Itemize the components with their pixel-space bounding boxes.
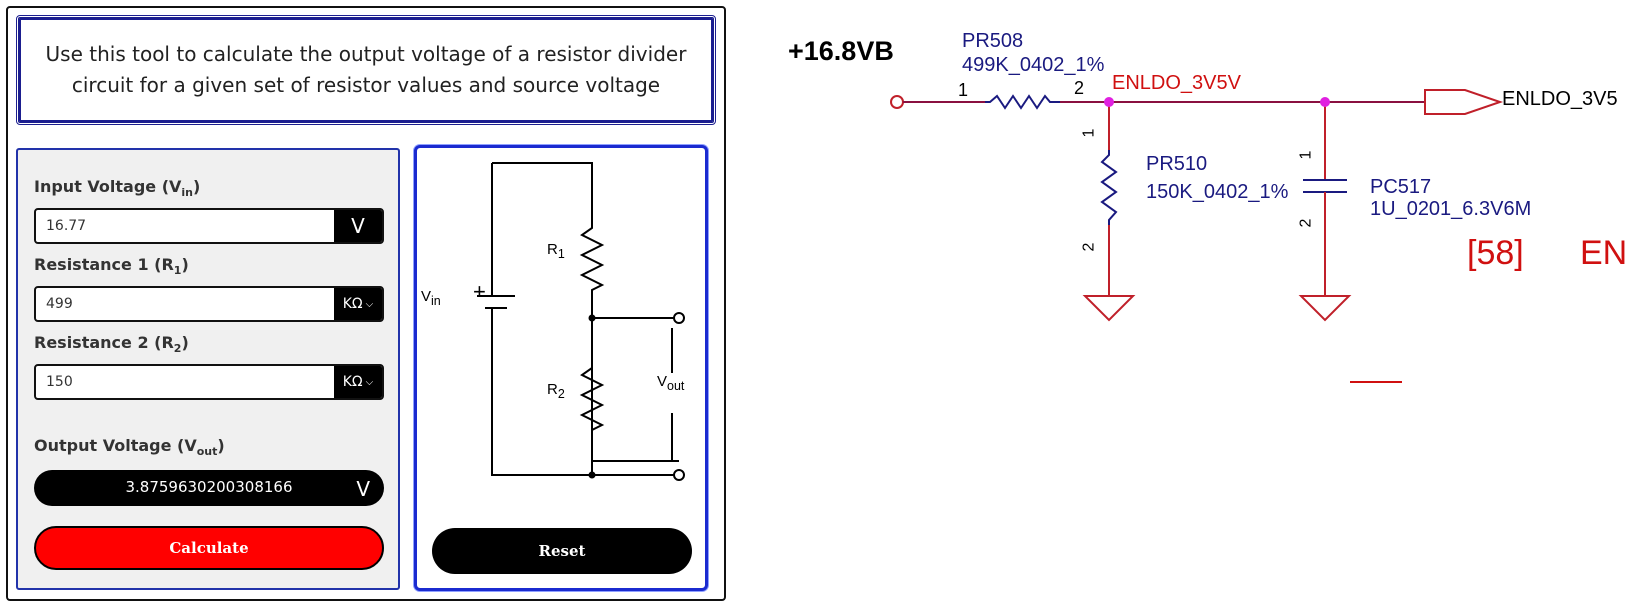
battery-plus-sign: + [473, 279, 486, 304]
pr508-pin1: 1 [958, 80, 969, 100]
net-label: ENLDO_3V5V [1112, 72, 1241, 94]
pc517-ref: PC517 [1370, 176, 1432, 198]
r1-label: R1 [547, 241, 565, 261]
resistance1-unit-select[interactable]: KΩ⌵ [334, 288, 382, 320]
divider-circuit-diagram [477, 162, 685, 481]
output-voltage-label: Output Voltage (Vout) [34, 436, 225, 459]
input-voltage-field[interactable] [36, 210, 336, 242]
off-page-connector-label: ENLDO_3V5 [1502, 88, 1618, 110]
r2-label: R2 [547, 381, 565, 401]
volt-unit-label: V [334, 210, 382, 242]
reset-button[interactable]: Reset [432, 528, 692, 574]
output-voltage-display: 3.8759630200308166 V [34, 470, 384, 506]
output-voltage-unit: V [356, 477, 370, 501]
page-reference-cut-label: EN [1580, 234, 1628, 272]
junction-dot [1104, 97, 1114, 107]
resistance1-label: Resistance 1 (R1) [34, 255, 189, 278]
input-voltage-label: Input Voltage (Vin) [34, 177, 201, 200]
pc517-pin1: 1 [1297, 150, 1315, 160]
resistance2-field-wrap: KΩ⌵ [34, 364, 384, 400]
vout-label: Vout [657, 373, 685, 393]
pr508-value: 499K_0402_1% [962, 54, 1105, 76]
calculate-button[interactable]: Calculate [34, 526, 384, 570]
pr510-ref: PR510 [1146, 153, 1208, 175]
input-voltage-field-wrap: V [34, 208, 384, 244]
pr510-value: 150K_0402_1% [1146, 181, 1289, 203]
output-voltage-value: 3.8759630200308166 [125, 478, 293, 496]
resistance2-unit-select[interactable]: KΩ⌵ [334, 366, 382, 398]
resistance2-field[interactable] [36, 366, 336, 398]
page-reference: [58] [1467, 234, 1524, 272]
intro-text: Use this tool to calculate the output vo… [16, 15, 716, 125]
pr508-ref: PR508 [962, 30, 1024, 52]
pr510-pin1: 1 [1080, 128, 1098, 138]
pc517-value: 1U_0201_6.3V6M [1370, 198, 1532, 220]
chevron-down-icon: ⌵ [365, 376, 374, 388]
vin-label: Vin [421, 288, 441, 308]
resistance2-label: Resistance 2 (R2) [34, 333, 189, 356]
pr508-pin2: 2 [1074, 78, 1085, 98]
circuit-diagram-panel: + Vin R1 R2 Vout [414, 145, 708, 591]
resistance1-field[interactable] [36, 288, 336, 320]
pr510-pin2: 2 [1080, 242, 1098, 252]
source-net-label: +16.8VB [788, 36, 894, 66]
junction-dot [1320, 97, 1330, 107]
pc517-pin2: 2 [1297, 218, 1315, 228]
resistance1-field-wrap: KΩ⌵ [34, 286, 384, 322]
chevron-down-icon: ⌵ [365, 298, 374, 310]
